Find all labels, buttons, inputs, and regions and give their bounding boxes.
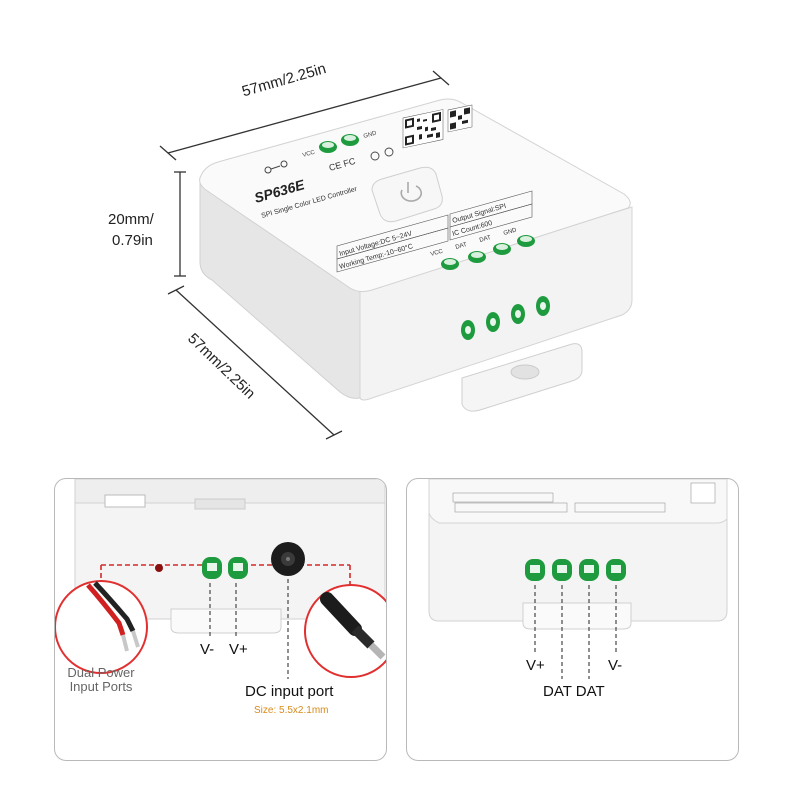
power-input-panel: V- V+ Dual Power Input Ports DC input po…	[54, 478, 387, 761]
pin-label-vcc: VCC	[430, 248, 444, 257]
recycle-icon	[370, 147, 394, 161]
power-terminals	[319, 134, 359, 153]
dc-plug-callout	[304, 584, 386, 678]
power-button[interactable]	[371, 166, 443, 223]
data-output-panel: V+ V- DAT DAT	[406, 478, 739, 761]
side-terminals	[461, 296, 550, 340]
power-input-diagram	[55, 479, 386, 679]
pin-label-gnd: GND	[503, 227, 518, 237]
dc-input-port-label: DC input port	[245, 683, 334, 700]
dc-size-label: Size: 5.5x2.1mm	[254, 705, 329, 716]
height-label-line1: 20mm/	[108, 211, 154, 228]
vcc-power-label: VCC	[302, 149, 316, 158]
qr-code-small-icon	[447, 104, 473, 133]
wire-callout	[55, 580, 148, 674]
gnd-power-label: GND	[363, 130, 378, 140]
data-terminals	[441, 235, 535, 270]
left-pin-v-minus-label: V-	[200, 641, 215, 658]
dual-power-line2: Input Ports	[69, 679, 133, 694]
spec-table	[336, 190, 533, 273]
left-pin-v-plus-label: V+	[229, 641, 248, 658]
device-illustration: VCC GND CE FC SP636E SPI Single Color LE…	[159, 70, 633, 440]
dual-power-line1: Dual Power	[67, 665, 135, 680]
depth-dimension	[167, 285, 343, 440]
dc-jack-symbol-icon	[264, 160, 288, 174]
power-icon	[400, 182, 423, 202]
data-output-diagram	[428, 479, 728, 679]
right-pin-v-plus-label: V+	[526, 657, 545, 674]
pin-label-dat-2: DAT	[479, 235, 492, 244]
height-label-line2: 0.79in	[112, 232, 153, 249]
right-dat-label: DAT DAT	[543, 683, 605, 700]
right-pin-v-minus-label: V-	[608, 657, 623, 674]
pin-label-dat-1: DAT	[455, 242, 468, 251]
qr-code-icon	[402, 109, 444, 149]
height-dimension	[174, 171, 186, 277]
top-width-dimension	[159, 70, 450, 161]
